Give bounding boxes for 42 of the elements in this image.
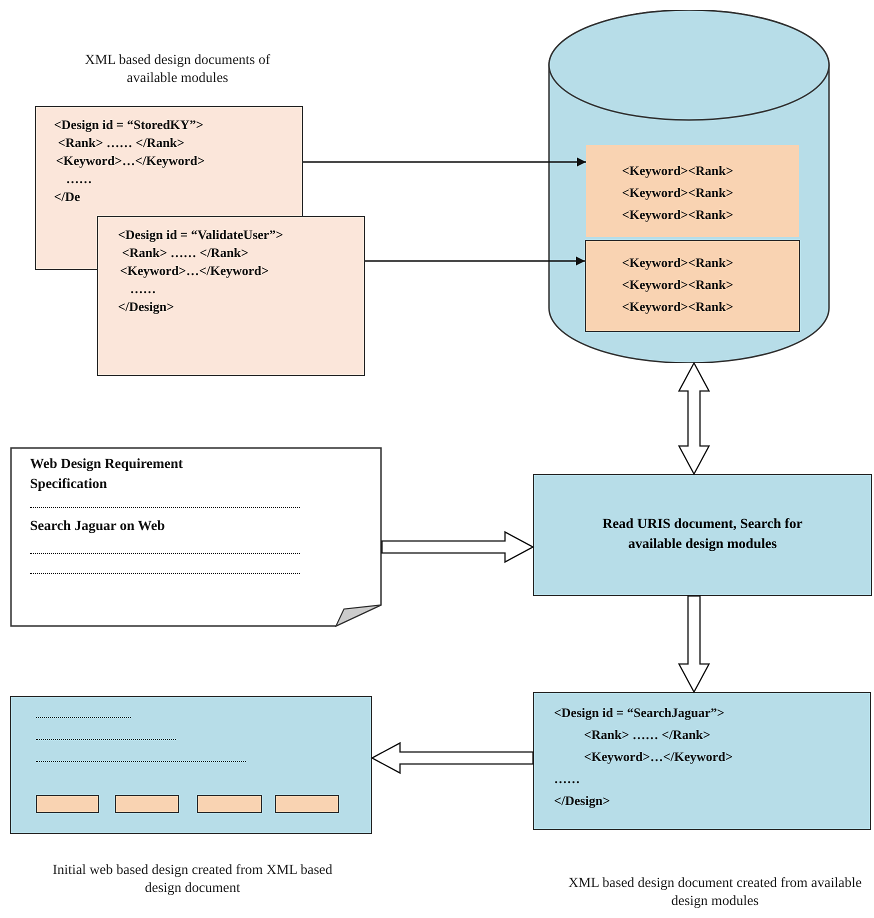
- node-label: XML based design document created from available design modules: [567, 875, 863, 911]
- xml-code-line: <Rank> …… </Rank>: [122, 245, 248, 261]
- xml-code-line: </De: [54, 189, 80, 205]
- arrow: [365, 256, 585, 266]
- index-box: [585, 240, 800, 332]
- xml-code-line: <Keyword><Rank>: [622, 163, 734, 179]
- xml-code-line: <Rank> …… </Rank>: [584, 727, 710, 743]
- xml-code-line: <Keyword><Rank>: [622, 299, 734, 315]
- document-heading: Web Design Requirement Specification: [30, 456, 184, 494]
- document-box: [35, 106, 303, 216]
- xml-code-line: ……: [130, 281, 156, 297]
- xml-code-line: ……: [66, 171, 92, 187]
- requirement-document: [10, 447, 382, 627]
- xml-code-line: <Keyword>…</Keyword>: [584, 749, 733, 765]
- xml-code-line: <Keyword>…</Keyword>: [56, 153, 205, 169]
- document-box: [533, 692, 871, 830]
- xml-code-line: </Design>: [554, 793, 610, 809]
- xml-code-line: <Keyword><Rank>: [622, 185, 734, 201]
- xml-code-line: <Rank> …… </Rank>: [58, 135, 184, 151]
- document-box: [97, 216, 365, 376]
- xml-code-line: <Keyword><Rank>: [622, 255, 734, 271]
- xml-code-line: <Design id = “StoredKY”>: [54, 117, 204, 133]
- node-label: Initial web based design created from XML based design document: [52, 862, 334, 898]
- xml-code-line: </Design>: [118, 299, 174, 315]
- node-label: XML based design documents of available modules: [84, 52, 272, 88]
- xml-code-line: <Keyword><Rank>: [622, 277, 734, 293]
- index-box: [586, 145, 799, 237]
- xml-code-line: <Keyword>…</Keyword>: [120, 263, 269, 279]
- process-box: [533, 474, 872, 596]
- block-arrow: [370, 742, 534, 774]
- xml-code-line: <Keyword><Rank>: [622, 207, 734, 223]
- block-arrow: [381, 530, 534, 564]
- process-label: Read URIS document, Search for available design modules: [601, 516, 804, 554]
- document-text: Search Jaguar on Web: [30, 518, 166, 536]
- xml-code-line: <Design id = “ValidateUser”>: [118, 227, 284, 243]
- web-page-mockup: [10, 696, 372, 834]
- block-arrow: [678, 362, 710, 476]
- xml-code-line: <Design id = “SearchJaguar”>: [554, 705, 724, 721]
- arrow: [303, 158, 586, 166]
- block-arrow: [678, 595, 710, 694]
- database-cylinder: [547, 10, 831, 363]
- xml-code-line: ……: [554, 771, 580, 787]
